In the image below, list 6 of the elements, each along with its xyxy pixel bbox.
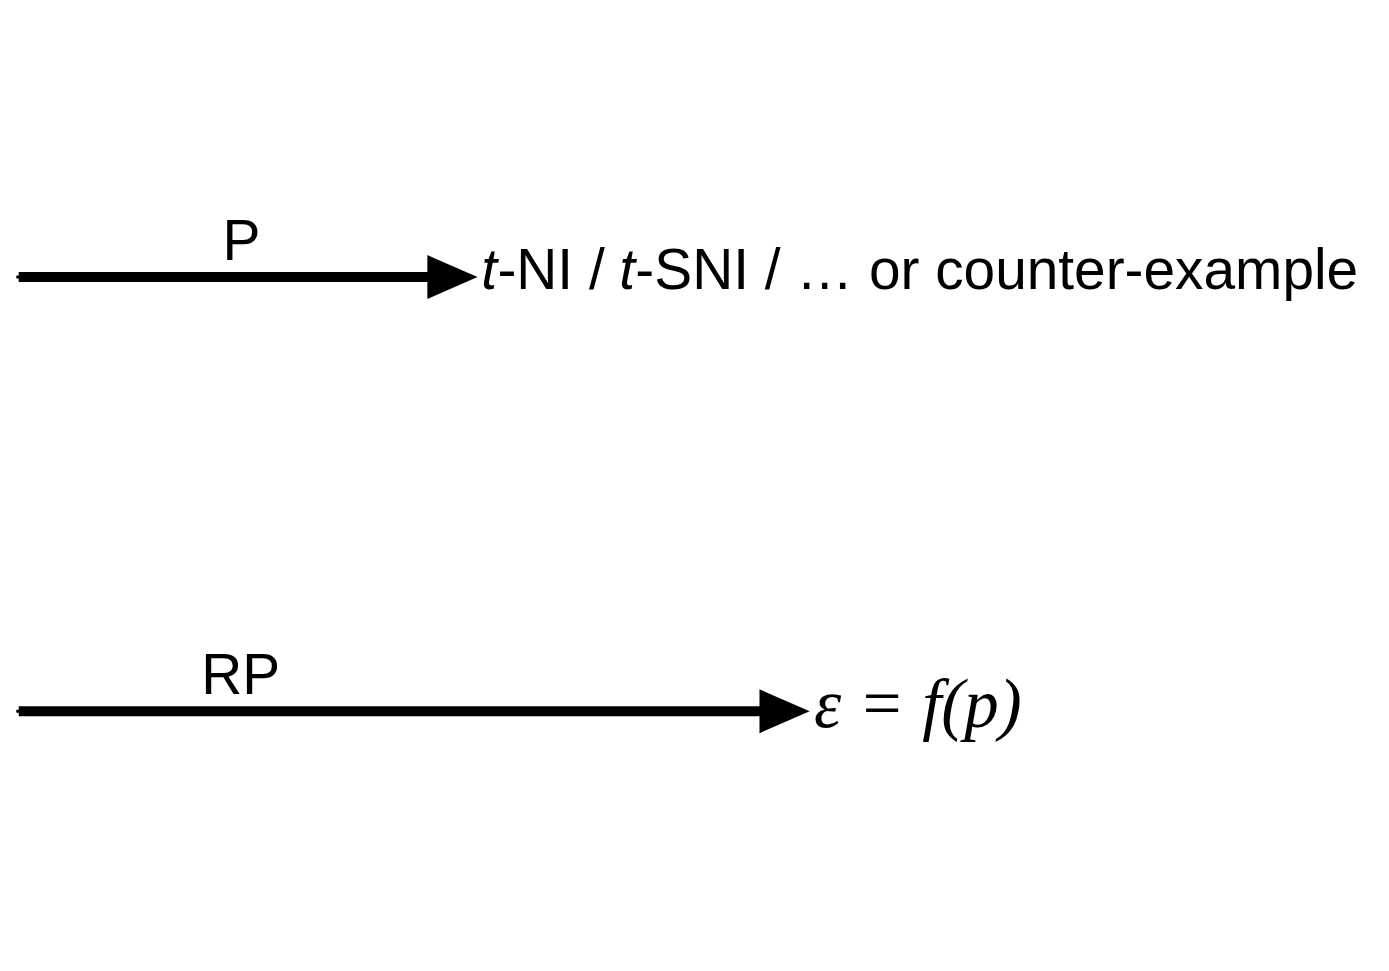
- arrow: [18, 689, 810, 734]
- arrow: [18, 255, 478, 299]
- node-text: ε = f(p): [813, 665, 1022, 742]
- node-text: t-NI / t-SNI / … or counter-example: [481, 237, 1359, 301]
- edge-label: RP: [201, 642, 281, 706]
- edge-label: P: [222, 208, 261, 272]
